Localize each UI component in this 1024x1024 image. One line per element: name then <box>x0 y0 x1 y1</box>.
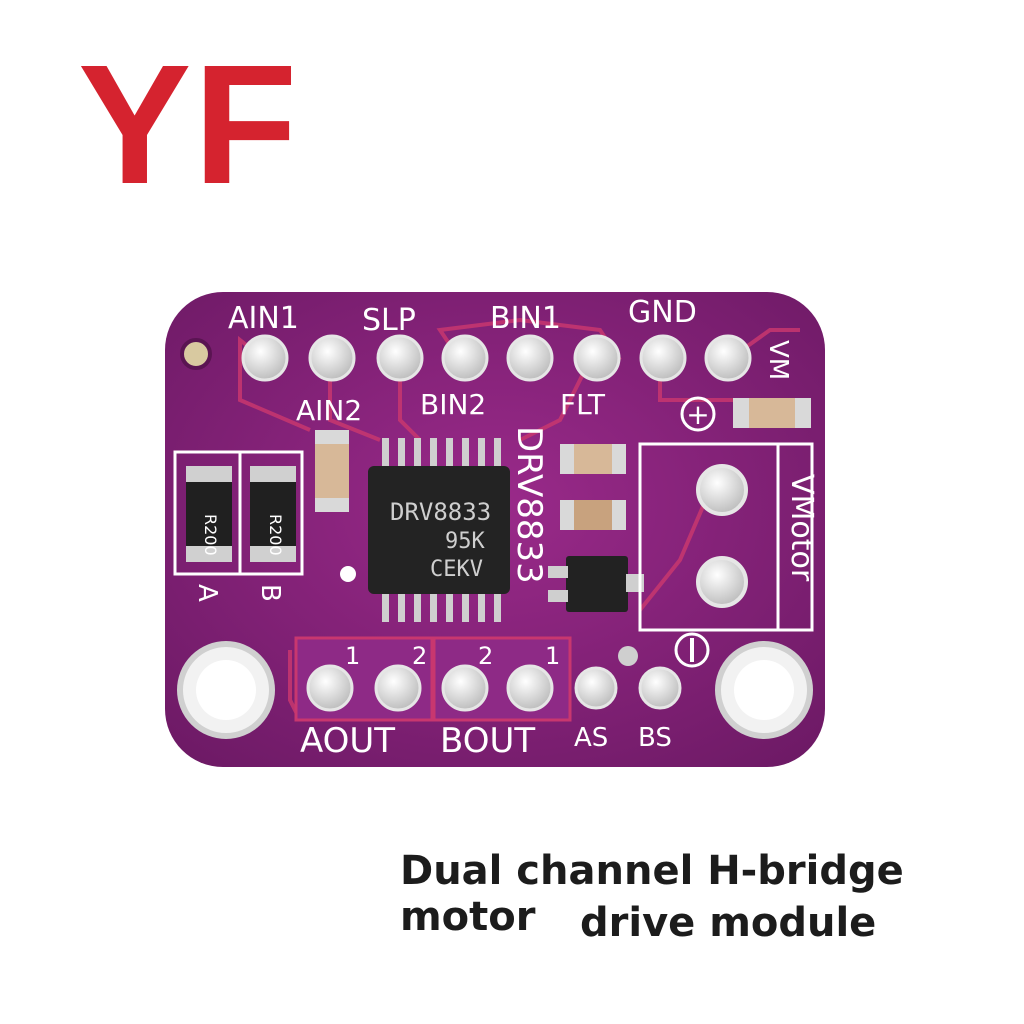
resistor-b-code: R200 <box>266 514 285 556</box>
mounting-holes <box>177 641 813 739</box>
label-bs: BS <box>638 723 672 753</box>
label-as: AS <box>574 723 608 753</box>
pad-num-bout2: 2 <box>478 642 493 670</box>
pad-num-aout2: 2 <box>412 642 427 670</box>
label-bout: BOUT <box>440 721 535 761</box>
bottom-labels: AOUT BOUT AS BS <box>300 721 672 761</box>
mid-labels: AIN2 BIN2 FLT <box>296 388 606 427</box>
label-gnd: GND <box>628 295 697 330</box>
drv8833-chip: DRV8833 95K CEKV <box>368 438 510 622</box>
chip-pin1-dot <box>340 566 356 582</box>
label-slp: SLP <box>362 303 416 338</box>
minus-circle <box>674 632 710 668</box>
chip-text-line2: 95K <box>445 529 485 554</box>
label-ain2: AIN2 <box>296 394 362 427</box>
label-bin2: BIN2 <box>420 388 486 421</box>
via-top-left <box>180 338 212 370</box>
vmotor-terminal <box>638 442 814 632</box>
pad-num-aout1: 1 <box>345 642 360 670</box>
sense-label-a: A <box>192 584 222 602</box>
chip-capacitor <box>315 430 349 512</box>
resistor-a-code: R200 <box>201 514 220 556</box>
chip-text-line1: DRV8833 <box>390 498 491 526</box>
brand-logo: YF <box>78 30 300 220</box>
plus-symbol: + <box>686 398 709 431</box>
sense-label-b: B <box>255 584 285 602</box>
label-vm: VM <box>763 340 793 380</box>
caption-line-2: drive module <box>580 900 877 946</box>
top-labels: AIN1 SLP BIN1 GND VM <box>228 295 793 380</box>
chip-text-line3: CEKV <box>430 557 483 582</box>
top-header-pads <box>241 334 752 382</box>
label-bin1: BIN1 <box>490 301 561 336</box>
sense-resistors <box>173 450 304 576</box>
side-label-drv8833: DRV8833 <box>509 426 549 584</box>
label-vmotor: VMotor <box>784 474 819 582</box>
caption-line-1: Dual channel H-bridge motor <box>400 848 904 940</box>
label-aout: AOUT <box>300 721 395 761</box>
plus-circle <box>680 396 716 432</box>
minus-symbol-bar <box>690 638 694 662</box>
label-flt: FLT <box>560 388 606 421</box>
label-ain1: AIN1 <box>228 301 299 336</box>
output-pad-blocks <box>294 636 682 722</box>
pad-numbers: 1 2 2 1 <box>345 642 560 670</box>
vm-capacitor <box>733 398 811 428</box>
pad-num-bout1: 1 <box>545 642 560 670</box>
